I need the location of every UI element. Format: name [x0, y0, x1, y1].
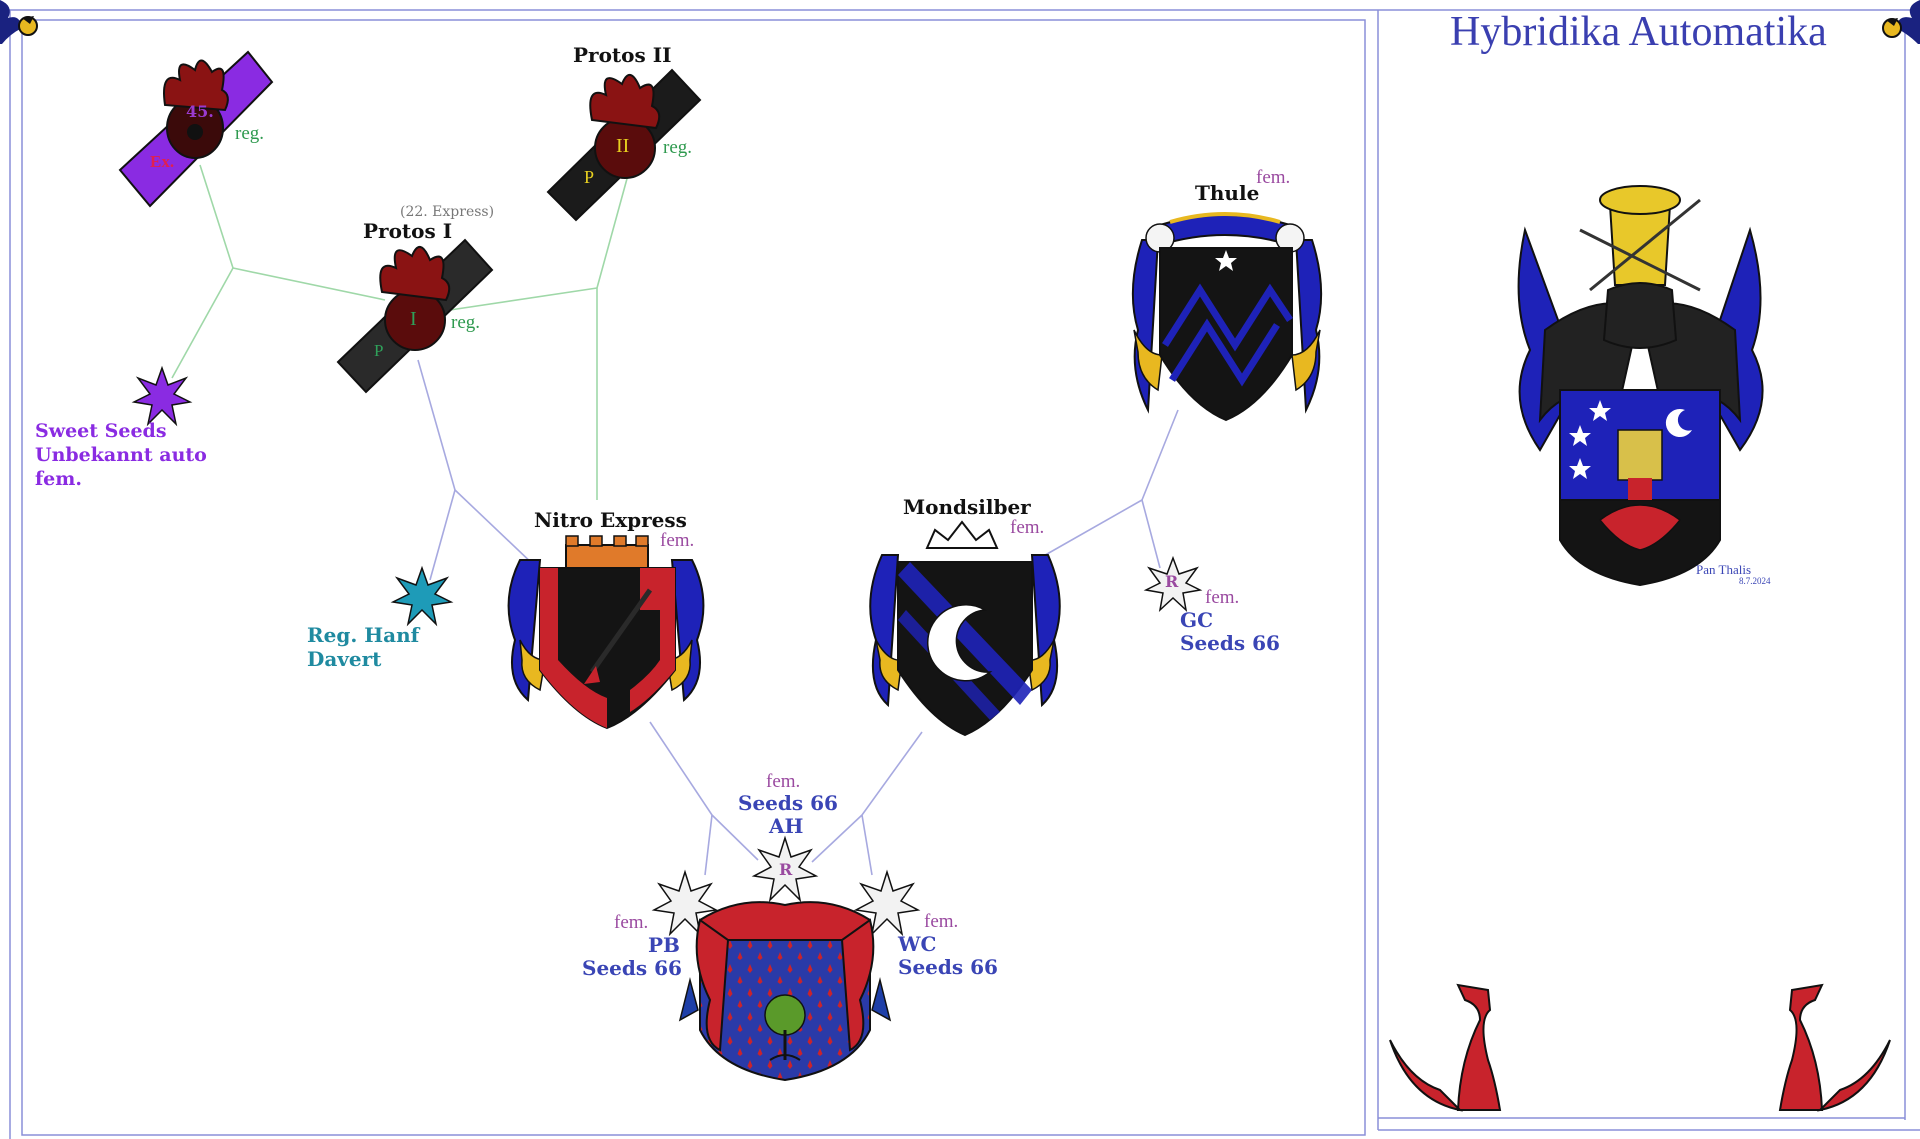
pedigree-lines-violet [417, 359, 1179, 876]
pb-line1: PB [648, 933, 680, 957]
ah-line1: Seeds 66 [738, 791, 838, 815]
sweetseeds-line1: Sweet Seeds [35, 420, 167, 442]
sweetseeds-line3: fem. [35, 468, 82, 490]
ex45-emblem-icon [118, 50, 274, 208]
frame-lines [0, 9, 1920, 1139]
reghanf-line2: Davert [307, 647, 382, 671]
ah-star-icon [751, 835, 819, 903]
protos2-letter: II [616, 135, 630, 157]
protos1-letter: I [410, 308, 417, 330]
sweetseeds-line2: Unbekannt auto [35, 444, 207, 466]
pedigree-lines-green [171, 164, 629, 500]
ah-letter: R [779, 860, 793, 879]
protos1-name: Protos I [363, 219, 453, 243]
protos1-p: P [374, 341, 384, 360]
mondsilber-name: Mondsilber [903, 495, 1031, 519]
thule-shield-icon [1131, 212, 1323, 422]
pb-star-icon [651, 869, 719, 937]
protos2-p: P [584, 167, 595, 187]
gc-star-icon [1143, 555, 1203, 613]
ex45-number: 45. [186, 102, 214, 121]
signature-name: Pan Thalis [1696, 562, 1752, 577]
thule-type: fem. [1256, 167, 1291, 188]
gc-line2: Seeds 66 [1180, 631, 1280, 655]
signature-date: 8.7.2024 [1739, 576, 1771, 586]
fox-left-icon [1389, 983, 1502, 1112]
protos2-emblem-icon [546, 68, 702, 222]
wc-type: fem. [924, 911, 959, 932]
protos1-note: (22. Express) [400, 204, 495, 220]
reghanf-line1: Reg. Hanf [307, 623, 420, 647]
nitro-express-shield-icon [507, 535, 705, 730]
wc-star-icon [853, 869, 921, 937]
corner-ornament-left-icon [0, 0, 38, 44]
wc-line2: Seeds 66 [898, 955, 998, 979]
thule-name: Thule [1195, 181, 1260, 205]
ex45-label: Ex. [150, 152, 175, 171]
corner-ornament-right-icon [1882, 0, 1920, 44]
fox-right-icon [1778, 983, 1891, 1112]
mondsilber-shield-icon [869, 520, 1061, 737]
sweetseeds-star-icon [131, 365, 193, 427]
pb-type: fem. [614, 912, 649, 933]
page-title: Hybridika Automatika [1450, 9, 1827, 55]
pb-line2: Seeds 66 [582, 956, 682, 980]
nitro-type: fem. [660, 530, 695, 551]
protos1-type: reg. [451, 312, 481, 333]
reghanf-star-icon [390, 565, 454, 627]
protos1-emblem-icon [336, 238, 494, 394]
mondsilber-type: fem. [1010, 517, 1045, 538]
ah-line2: AH [769, 814, 804, 838]
nitro-name: Nitro Express [534, 508, 687, 532]
main-coat-of-arms-icon [1517, 185, 1764, 587]
wc-line1: WC [898, 932, 937, 956]
ah-type: fem. [766, 771, 801, 792]
hybridika-arms-icon [678, 901, 892, 1082]
gc-letter: R [1165, 572, 1179, 591]
ex45-type: reg. [235, 123, 265, 144]
gc-type: fem. [1205, 587, 1240, 608]
protos2-type: reg. [663, 137, 693, 158]
protos2-name: Protos II [573, 43, 672, 67]
gc-line1: GC [1180, 608, 1213, 632]
